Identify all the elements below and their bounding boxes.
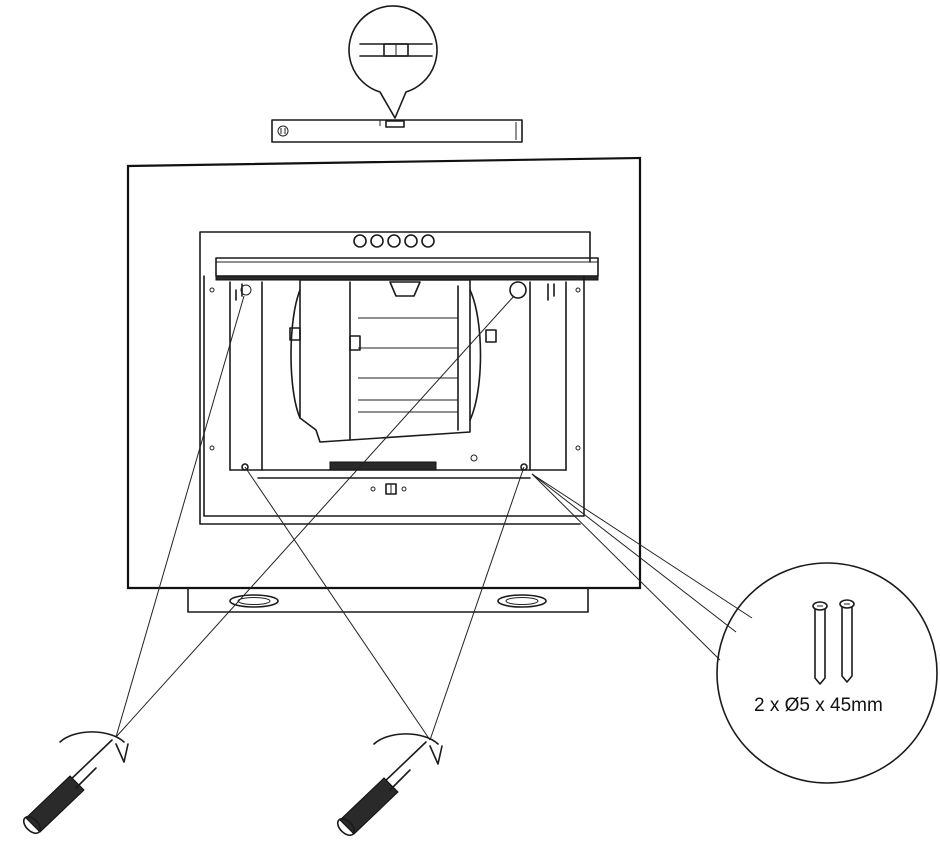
screwdriver-icon bbox=[336, 733, 443, 837]
screwdriver-icon bbox=[22, 731, 129, 835]
control-panel bbox=[215, 234, 599, 281]
hood-chassis bbox=[203, 275, 585, 517]
fan-motor-unit bbox=[240, 279, 527, 443]
spirit-level bbox=[271, 119, 523, 143]
screw-icon bbox=[812, 601, 828, 685]
mounting-screw-holes bbox=[241, 463, 528, 471]
screwdriver-guide-lines bbox=[115, 295, 525, 741]
hood-lower-body bbox=[187, 587, 589, 613]
level-bubble-magnifier bbox=[348, 5, 438, 119]
screw-magnifier: 2 x Ø5 x 45mm bbox=[716, 562, 938, 784]
screw-spec-label: 2 x Ø5 x 45mm bbox=[754, 695, 883, 716]
screw-icon bbox=[839, 599, 855, 683]
bottom-vent-strip bbox=[329, 454, 478, 495]
hood-glass-panel bbox=[126, 156, 642, 590]
screw-callout-lines bbox=[531, 473, 753, 661]
